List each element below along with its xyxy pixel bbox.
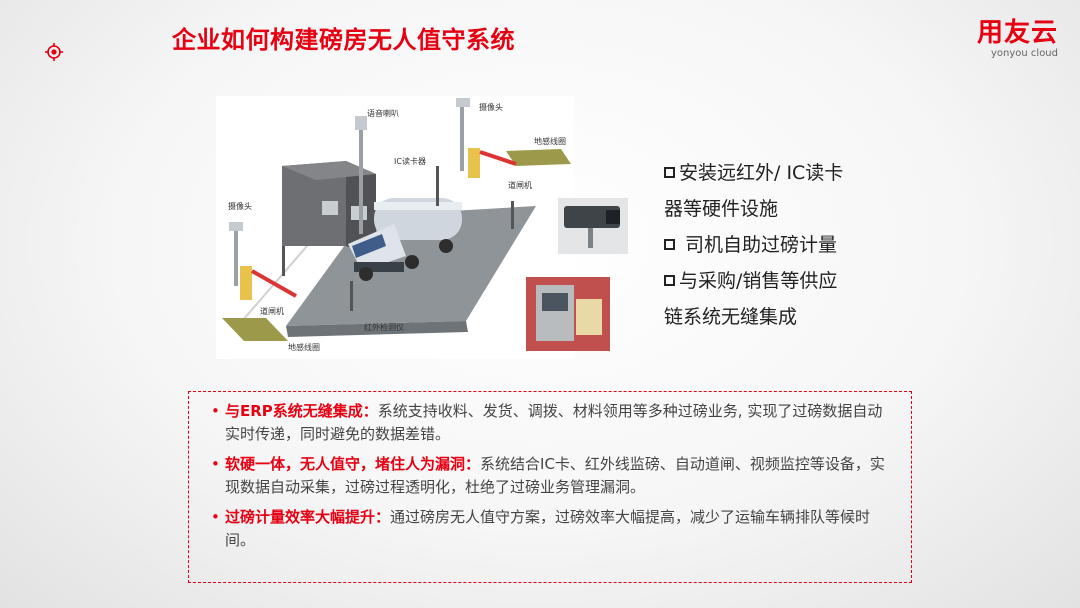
brand-logo: 用友云 yonyou cloud bbox=[977, 18, 1058, 60]
benefit-heading: 与ERP系统无缝集成： bbox=[225, 402, 378, 420]
benefits-box: • 与ERP系统无缝集成：系统支持收料、发货、调拨、材料领用等多种过磅业务, 实现… bbox=[188, 391, 912, 583]
label-card-reader: IC读卡器 bbox=[394, 156, 426, 166]
label-infrared: 红外检测仪 bbox=[364, 322, 404, 332]
feature-text: 安装远红外/ IC读卡 bbox=[679, 162, 844, 184]
benefit-item: • 与ERP系统无缝集成：系统支持收料、发货、调拨、材料领用等多种过磅业务, 实现… bbox=[211, 400, 891, 446]
bullet-dot-icon: • bbox=[211, 402, 220, 420]
feature-line: 链系统无缝集成 bbox=[664, 299, 894, 335]
page-title: 企业如何构建磅房无人值守系统 bbox=[172, 26, 515, 54]
label-speaker: 语音喇叭 bbox=[367, 108, 399, 118]
camera-photo bbox=[558, 198, 628, 254]
logo-text: 用友云 bbox=[976, 18, 1058, 48]
benefit-heading: 过磅计量效率大幅提升： bbox=[225, 508, 391, 526]
benefit-item: • 软硬一体，无人值守，堵住人为漏洞：系统结合IC卡、红外线监磅、自动道闸、视频监… bbox=[211, 453, 891, 499]
feature-text: 器等硬件设施 bbox=[664, 198, 779, 220]
feature-line: 司机自助过磅计量 bbox=[664, 227, 894, 263]
label-gate-left: 道闸机 bbox=[260, 306, 284, 316]
benefit-heading: 软硬一体，无人值守，堵住人为漏洞： bbox=[225, 455, 481, 473]
bullet-dot-icon: • bbox=[211, 508, 220, 526]
feature-text: 链系统无缝集成 bbox=[664, 306, 798, 328]
logo-subtext: yonyou cloud bbox=[990, 48, 1058, 59]
features-list: 安装远红外/ IC读卡器等硬件设施 司机自助过磅计量与采购/销售等供应链系统无缝… bbox=[664, 155, 894, 335]
benefit-body: 通过磅房无人值守方案，过磅效率大幅提高，减少了运输车辆排队等候时间。 bbox=[225, 508, 871, 549]
label-loop-left: 地感线圈 bbox=[288, 342, 320, 352]
benefit-body: 系统支持收料、发货、调拨、材料领用等多种过磅业务, 实现了过磅数据自动实时传递，… bbox=[225, 402, 883, 443]
feature-text: 与采购/销售等供应 bbox=[679, 270, 838, 292]
benefit-body: 系统结合IC卡、红外线监磅、自动道闸、视频监控等设备，实现数据自动采集，过磅过程… bbox=[225, 455, 885, 496]
benefit-item: • 过磅计量效率大幅提升：通过磅房无人值守方案，过磅效率大幅提高，减少了运输车辆排… bbox=[211, 506, 891, 552]
label-camera-left: 摄像头 bbox=[228, 201, 252, 211]
checkbox-square-icon bbox=[664, 275, 675, 286]
feature-line: 器等硬件设施 bbox=[664, 191, 894, 227]
label-loop-right: 地感线圈 bbox=[534, 136, 566, 146]
feature-text: 司机自助过磅计量 bbox=[679, 234, 838, 256]
feature-line: 与采购/销售等供应 bbox=[664, 263, 894, 299]
checkbox-square-icon bbox=[664, 239, 675, 250]
weighbridge-illustration: 语音喇叭 摄像头 IC读卡器 地感线圈 道闸机 摄像头 道闸机 红外检测仪 地感… bbox=[216, 96, 574, 359]
label-gate-right: 道闸机 bbox=[508, 180, 532, 190]
benefits-list: • 与ERP系统无缝集成：系统支持收料、发货、调拨、材料领用等多种过磅业务, 实现… bbox=[189, 392, 911, 552]
checkbox-square-icon bbox=[664, 167, 675, 178]
card-reader-photo bbox=[526, 277, 610, 351]
label-camera-top: 摄像头 bbox=[479, 102, 503, 112]
target-icon bbox=[45, 43, 63, 61]
bullet-dot-icon: • bbox=[211, 455, 220, 473]
feature-line: 安装远红外/ IC读卡 bbox=[664, 155, 894, 191]
